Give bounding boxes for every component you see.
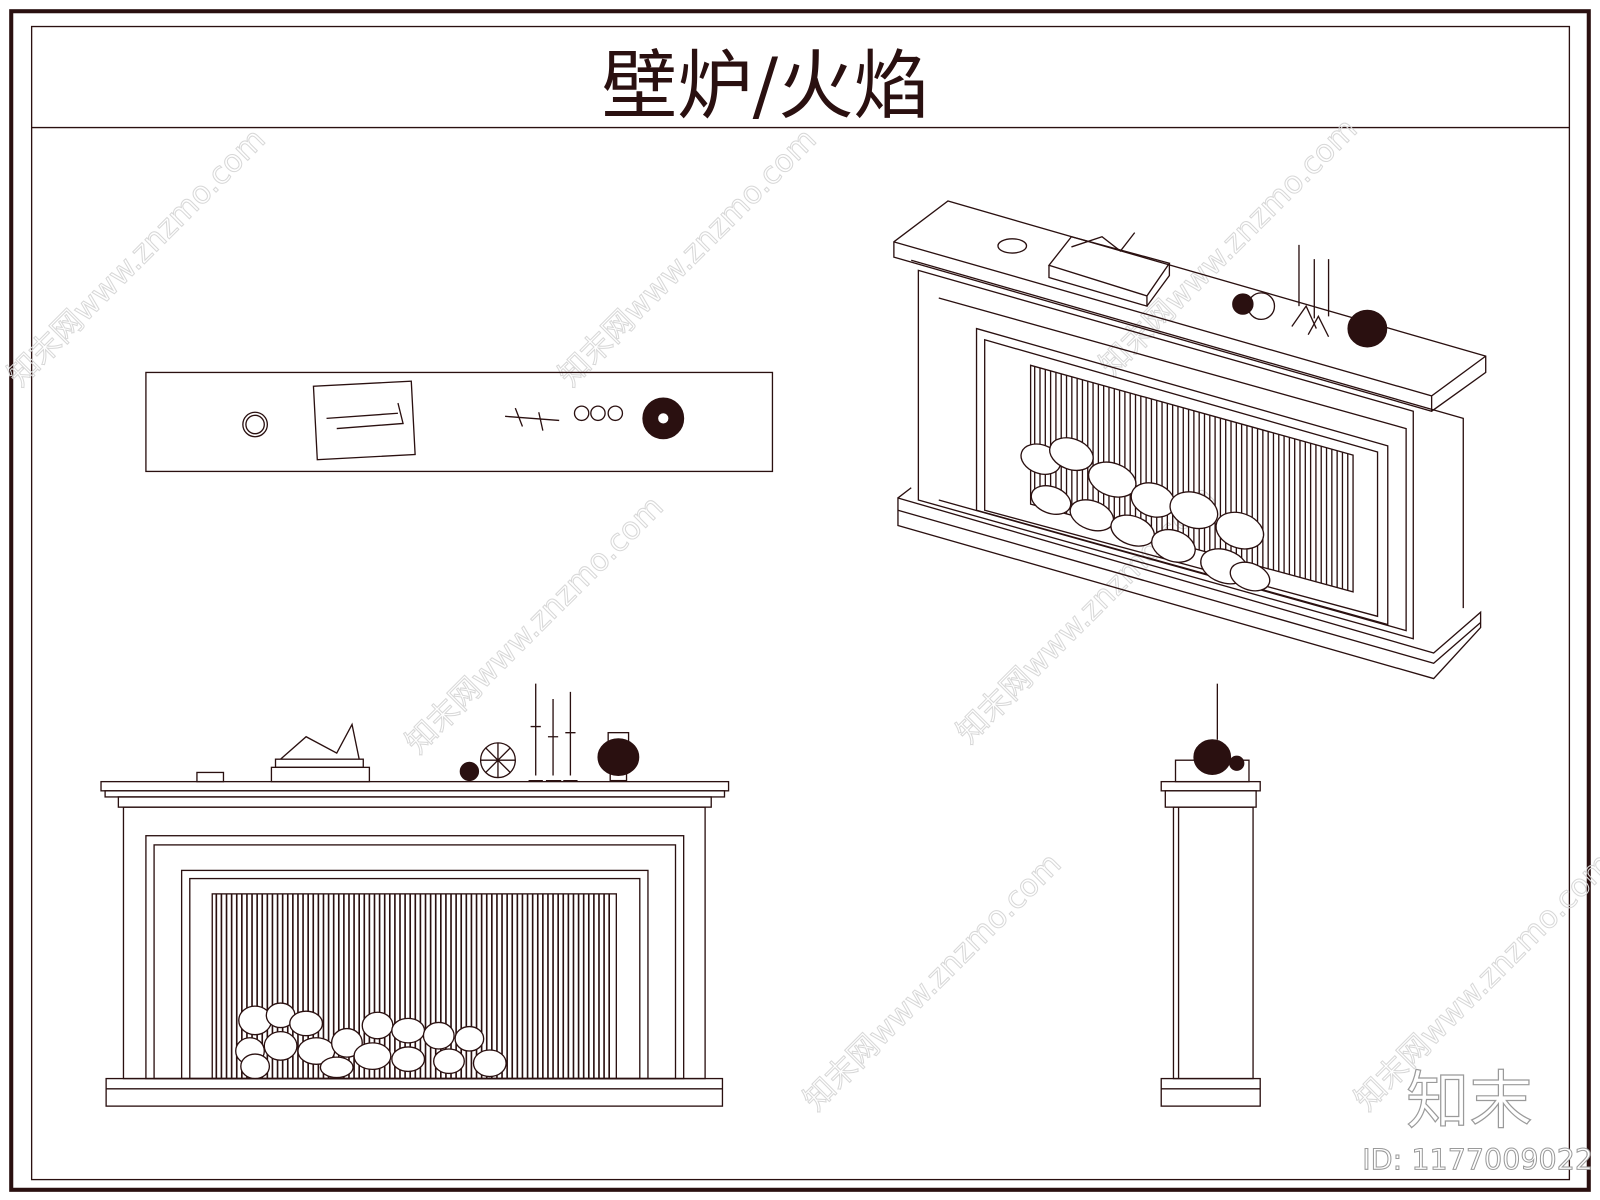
log: [1229, 561, 1271, 592]
log: [1030, 485, 1072, 515]
watermark-text: 知末网www.znzmo.com: [797, 847, 1068, 1118]
log: [1049, 437, 1094, 472]
logo-watermark: 知末: [1406, 1063, 1533, 1137]
log: [238, 1005, 273, 1036]
log: [353, 1042, 392, 1071]
watermark-text: 知末网www.znzmo.com: [399, 490, 670, 761]
isometric-view: [893, 200, 1487, 680]
firewood: [235, 1002, 507, 1080]
watermark-text: 知末网www.znzmo.com: [1093, 112, 1364, 383]
bicycle-icon: [505, 407, 560, 431]
book-sculpture-icon: [312, 380, 416, 461]
log: [330, 1027, 363, 1058]
top-plan-view: [145, 371, 774, 473]
log: [289, 1010, 324, 1037]
log: [1169, 491, 1219, 530]
log: [263, 1030, 298, 1061]
log: [1069, 499, 1115, 532]
side-elevation-view: [1160, 683, 1261, 1107]
log: [433, 1048, 465, 1075]
log: [361, 1011, 394, 1040]
log: [472, 1049, 507, 1078]
log: [391, 1046, 426, 1073]
id-label: ID: 1177009022: [1362, 1142, 1593, 1176]
log: [1215, 511, 1265, 550]
log: [422, 1021, 455, 1050]
watermark-text: 知末网www.znzmo.com: [1, 122, 272, 393]
front-elevation-view: [100, 683, 730, 1107]
log: [391, 1017, 426, 1044]
bowl-icon: [242, 411, 269, 438]
outer-frame: [9, 9, 1591, 1192]
log: [454, 1025, 485, 1052]
log: [319, 1056, 354, 1079]
drawing-title: 壁炉/火焰: [602, 42, 929, 130]
log: [240, 1053, 271, 1080]
log: [1151, 528, 1196, 563]
inner-frame: [30, 25, 1571, 1181]
watermark-text: 知末网www.znzmo.com: [552, 122, 823, 393]
